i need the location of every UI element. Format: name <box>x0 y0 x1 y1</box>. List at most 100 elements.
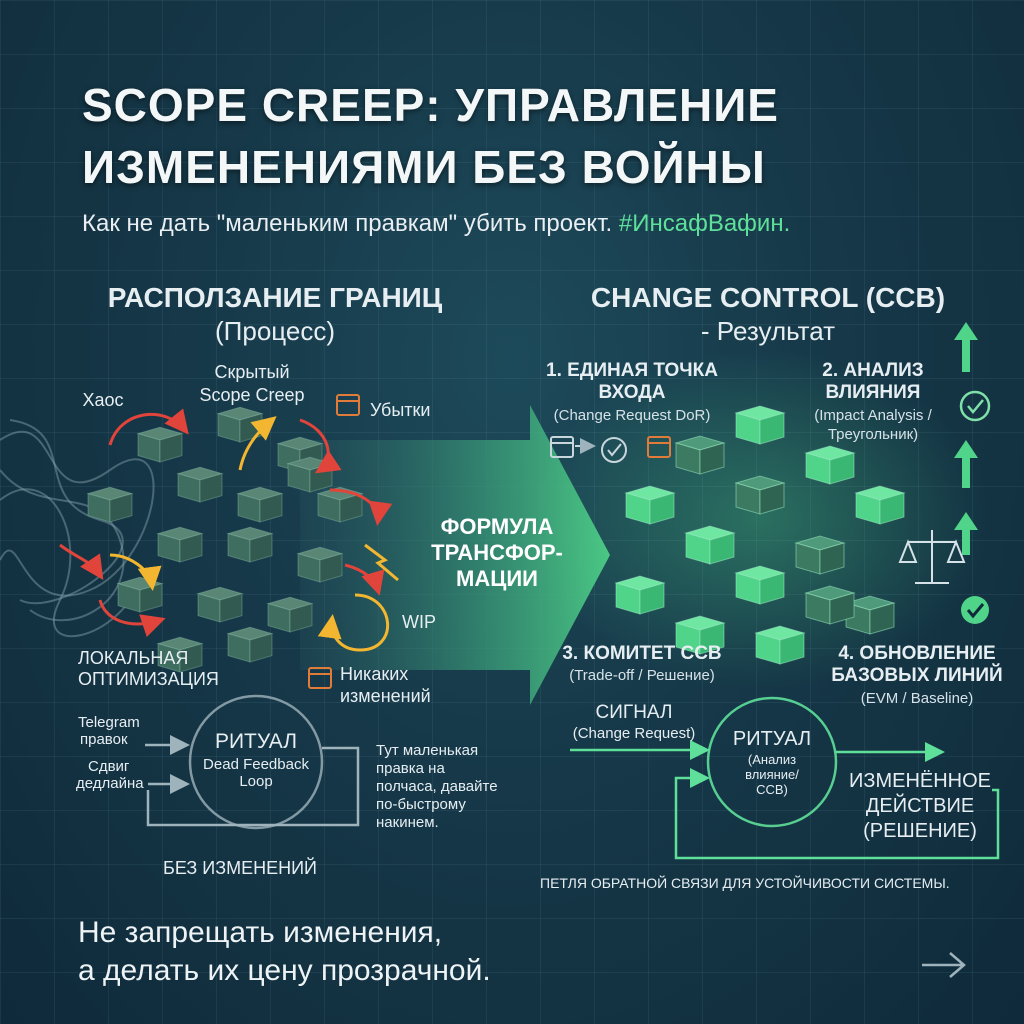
label-nochange-line1: Никаких <box>340 664 409 684</box>
note-line4: по-быстрому <box>376 796 466 813</box>
cube <box>116 576 164 613</box>
step1-title-line2: ВХОДА <box>598 382 666 403</box>
step2-sub-line2: Треугольник) <box>827 426 919 443</box>
label-local-line2: ОПТИМИЗАЦИЯ <box>78 669 219 689</box>
left-feedback-loop <box>145 694 360 830</box>
step1-title-line1: 1. ЕДИНАЯ ТОЧКА <box>546 360 718 381</box>
chaos-lines <box>0 419 155 638</box>
cube <box>266 596 314 633</box>
step4-title-line2: БАЗОВЫХ ЛИНИЙ <box>831 665 1003 686</box>
left-ritual-title: РИТУАЛ <box>214 730 298 753</box>
cube <box>754 625 806 665</box>
loop-input-telegram-line1: Telegram <box>78 714 140 731</box>
cube <box>226 626 274 663</box>
outcome-line1: ИЗМЕНЁННОЕ <box>848 770 992 792</box>
cube <box>804 445 856 485</box>
cube <box>854 485 906 525</box>
cube <box>196 586 244 623</box>
cube <box>296 546 344 583</box>
cube <box>614 575 666 615</box>
hashtag-link[interactable]: #ИнсафВафин. <box>618 210 791 237</box>
right-feedback-loop <box>570 696 1000 860</box>
note-line3: полчаса, давайте <box>376 778 498 795</box>
loop-input-deadline-line2: дедлайна <box>76 775 144 792</box>
right-ritual-sub-line3: CCB) <box>756 782 788 797</box>
scale-icon <box>898 530 966 584</box>
calendar-icon <box>550 436 671 458</box>
step2-title-line2: ВЛИЯНИЯ <box>825 382 921 403</box>
feedback-loop-caption: ПЕТЛЯ ОБРАТНОЙ СВЯЗИ ДЛЯ УСТОЙЧИВОСТИ СИ… <box>540 875 950 891</box>
label-nochange-line2: изменений <box>340 686 431 706</box>
cube <box>734 405 786 445</box>
step2-title-line1: 2. АНАЛИЗ <box>822 360 924 381</box>
page-title-line2: ИЗМЕНЕНИЯМИ БЕЗ ВОЙНЫ <box>82 141 766 193</box>
step3-title: 3. КОМИТЕТ CCB <box>562 643 722 664</box>
note-line1: Тут маленькая <box>376 742 479 759</box>
step4-title-line1: 4. ОБНОВЛЕНИЕ <box>838 643 996 664</box>
formula-line2: ТРАНСФОР- <box>431 540 563 565</box>
left-process-arrows <box>59 408 393 652</box>
arrow-up-icon <box>954 322 978 555</box>
footer-line1: Не запрещать изменения, <box>78 916 443 949</box>
cube <box>734 565 786 605</box>
loop-input-telegram-line2: правок <box>80 731 128 748</box>
cube <box>236 486 284 523</box>
cube <box>86 486 134 523</box>
cube <box>136 426 184 463</box>
cube <box>674 435 726 475</box>
lightning-icon <box>364 543 399 582</box>
left-ritual-sub-line1: Dead Feedback <box>203 756 309 773</box>
note-line2: правка на <box>376 760 445 777</box>
left-loop-bottom-label: БЕЗ ИЗМЕНЕНИЙ <box>163 858 317 878</box>
label-local-line1: ЛОКАЛЬНАЯ <box>78 648 189 668</box>
cube <box>804 585 856 625</box>
right-section-title: CHANGE CONTROL (CCB) <box>590 282 946 313</box>
right-ritual-sub-line2: влияние/ <box>745 767 799 782</box>
left-ritual-sub-line2: Loop <box>239 773 273 790</box>
step1-sub: (Change Request DoR) <box>553 407 711 424</box>
page-subtitle: Как не дать "маленьким правкам" убить пр… <box>82 210 790 238</box>
calendar-icon <box>308 394 360 689</box>
footer-message: Не запрещать изменения, а делать их цену… <box>78 914 491 990</box>
right-section-subtitle: - Результат <box>700 316 836 346</box>
formula-line3: МАЦИИ <box>456 566 538 591</box>
cube <box>156 636 204 673</box>
label-losses: Убытки <box>370 400 431 420</box>
page-title-line1: SCOPE CREEP: УПРАВЛЕНИЕ <box>82 79 779 131</box>
label-hidden-line1: Скрытый <box>214 362 290 382</box>
transformation-arrow <box>300 405 610 705</box>
label-hidden-line2: Scope Creep <box>199 385 305 405</box>
outcome-line3: (РЕШЕНИЕ) <box>863 820 977 842</box>
right-ritual-sub-line1: (Анализ <box>747 752 797 767</box>
label-chaos: Хаос <box>82 390 124 410</box>
formula-line1: ФОРМУЛА <box>440 514 554 539</box>
footer-line2: а делать их цену прозрачной. <box>78 954 491 987</box>
label-wip: WIP <box>402 612 436 632</box>
outcome-line2: ДЕЙСТВИЕ <box>865 795 975 817</box>
arrow-right-icon <box>922 952 966 978</box>
cube <box>176 466 224 503</box>
right-ritual-title: РИТУАЛ <box>732 728 812 750</box>
cube <box>734 475 786 515</box>
cube <box>624 485 676 525</box>
left-section-title: РАСПОЛЗАНИЕ ГРАНИЦ <box>107 282 443 313</box>
right-cube-cluster <box>614 405 906 665</box>
cube <box>684 525 736 565</box>
check-circle-icon <box>959 390 991 624</box>
step4-sub: (EVM / Baseline) <box>860 690 974 707</box>
signal-label: СИГНАЛ <box>595 702 673 723</box>
note-line5: накинем. <box>376 814 439 831</box>
signal-sub: (Change Request) <box>572 725 696 742</box>
step3-sub: (Trade-off / Решение) <box>569 667 715 684</box>
cube <box>316 486 364 523</box>
subtitle-text: Как не дать "маленьким правкам" убить пр… <box>82 210 613 237</box>
cube <box>674 615 726 655</box>
step2-sub-line1: (Impact Analysis / <box>814 407 932 424</box>
left-section-subtitle: (Процесс) <box>215 316 335 346</box>
loop-input-deadline-line1: Сдвиг <box>88 758 130 775</box>
cube <box>156 526 204 563</box>
cube <box>794 535 846 575</box>
cube <box>226 526 274 563</box>
check-circle-icon <box>601 437 627 463</box>
